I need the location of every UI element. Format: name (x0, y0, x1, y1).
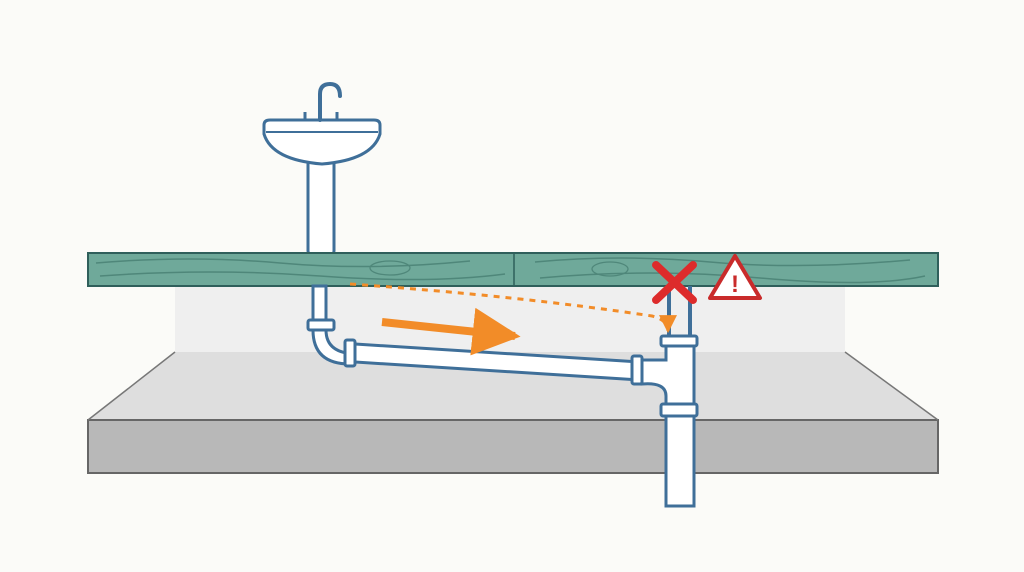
faucet (318, 81, 342, 122)
pipe-coupling (659, 402, 699, 418)
drain-pipe (306, 284, 699, 508)
wood-grain (534, 257, 911, 267)
wood-knot (591, 261, 629, 277)
flow-arrow (381, 307, 521, 356)
sink-pedestal (306, 152, 336, 256)
wood-grain (99, 271, 506, 281)
concrete-slab-top (88, 352, 938, 420)
wood-grain (539, 272, 926, 284)
concrete-slab-front (87, 419, 939, 474)
warning-triangle-icon: ! (708, 254, 762, 300)
wood-knot (369, 260, 411, 276)
blocked-flow-path (349, 282, 677, 334)
x-mark-icon (652, 261, 697, 304)
slab-edge-left (87, 351, 176, 421)
slab-edge-right (844, 351, 939, 421)
floor-joist (87, 252, 939, 287)
warning-symbol: ! (731, 271, 739, 298)
vent-cap (659, 334, 699, 348)
